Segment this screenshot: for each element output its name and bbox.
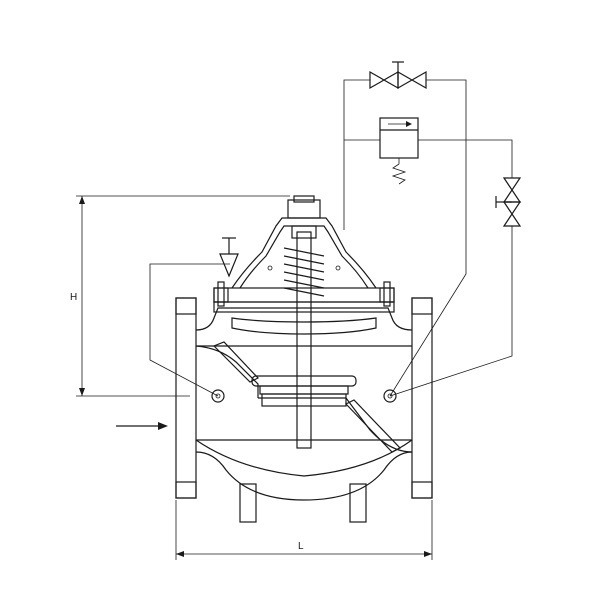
- air-vent-symbol: [219, 237, 239, 278]
- ball-valve-right: [495, 177, 522, 227]
- length-label: L: [298, 541, 304, 552]
- length-dimension: L: [175, 500, 433, 560]
- valve-body: [175, 297, 433, 523]
- pilot-regulator: [379, 117, 419, 185]
- pressure-ports: [211, 389, 397, 403]
- valve-disc: [251, 375, 357, 407]
- flow-arrow: [116, 422, 168, 430]
- pilot-tubing: [149, 79, 513, 397]
- needle-valve-top: [369, 61, 427, 90]
- height-dimension: H: [70, 195, 290, 397]
- height-label: H: [70, 292, 77, 303]
- diaphragm-housing: [213, 195, 395, 335]
- valve-stem: [291, 225, 317, 449]
